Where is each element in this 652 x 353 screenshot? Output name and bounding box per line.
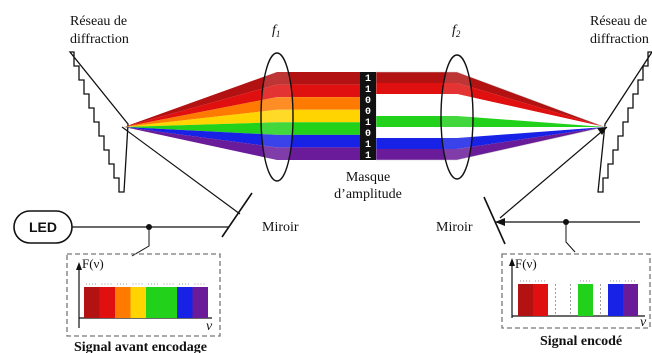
spectrum-after-y-arrow (509, 258, 515, 266)
lens-f1 (260, 52, 294, 182)
spec-before-bar-3 (130, 287, 146, 318)
lens2-label: f2 (452, 23, 461, 39)
beam-parallel-in-blue (277, 134, 360, 148)
mask-label-2: d’amplitude (334, 187, 402, 202)
spectrum-after-y-label: F(ν) (515, 256, 537, 271)
mirror-right-label: Miroir (436, 220, 473, 235)
beam-parallel-out-7 (376, 149, 457, 160)
right-mirror (483, 196, 506, 245)
left-tap-line (131, 227, 150, 257)
beam-fan-right-4 (457, 116, 605, 127)
spectral-beams (124, 71, 607, 161)
right-tap-line (565, 222, 576, 253)
spectrum-before-y-arrow (76, 262, 82, 270)
led-label: LED (29, 219, 57, 235)
mask-bit-5: 0 (365, 129, 371, 140)
mask-body (360, 72, 376, 160)
output-arrowhead (495, 218, 505, 226)
beam-fan-right-2 (457, 94, 605, 127)
beam-parallel-in-violet (277, 147, 360, 160)
right-incident-ray (499, 126, 608, 219)
beam-parallel-in-yellow (277, 109, 360, 123)
beam-parallel-in-darkred (277, 72, 360, 85)
spectrum-before-y-label: F(ν) (82, 256, 104, 271)
beam-fan-left-blue (124, 127, 277, 148)
beam-parallel-out-5 (376, 127, 457, 138)
spectrum-before-border (66, 253, 221, 337)
spec-before-bar-2 (115, 287, 131, 318)
beam-parallel-out-2 (376, 94, 457, 105)
spectrum-after-border (501, 253, 651, 329)
spec-before-bar-5 (161, 287, 177, 318)
spec-after-bar-1 (533, 284, 548, 316)
mask-bit-2: 0 (365, 96, 371, 107)
beam-parallel-out-0 (376, 72, 457, 83)
beam-parallel-out-6 (376, 138, 457, 149)
beam-fan-right-3 (457, 105, 605, 127)
spec-after-bar-6 (608, 284, 623, 316)
spectrum-before-x-label: ν (206, 319, 213, 334)
spec-before-bar-4 (146, 287, 162, 318)
mask-bit-3: 0 (365, 107, 371, 118)
spec-before-bar-6 (177, 287, 193, 318)
mask-label-1: Masque (346, 170, 390, 185)
spectrum-before-panel: F(ν) ν (66, 253, 221, 337)
lens-f2 (440, 54, 474, 180)
beam-fan-right-1 (457, 83, 605, 127)
beam-fan-left-red (124, 84, 277, 127)
spec-before-bar-7 (192, 287, 208, 318)
grating-left-label-1: Réseau de (70, 14, 127, 29)
left-mirror (221, 192, 253, 238)
beam-parallel-in-orange (277, 97, 360, 110)
mask-bit-4: 1 (365, 118, 371, 129)
spectrum-after-bars (518, 280, 638, 316)
mask-bit-0: 1 (365, 74, 371, 85)
grating-right-label-2: diffraction (590, 32, 649, 47)
right-diffraction-grating (597, 51, 652, 193)
grating-left-label-2: diffraction (70, 32, 129, 47)
beam-fan-left-yellow (124, 109, 277, 127)
beam-parallel-out-1 (376, 83, 457, 94)
caption-after: Signal encodé (540, 334, 622, 349)
caption-before: Signal avant encodage (74, 340, 207, 353)
spectrum-after-x-label: ν (640, 315, 647, 330)
beam-parallel-out-4 (376, 116, 457, 127)
left-diffraction-grating (68, 51, 129, 193)
spec-before-bar-0 (84, 287, 100, 318)
beam-parallel-out-3 (376, 105, 457, 116)
mask-bit-1: 1 (365, 85, 371, 96)
beam-parallel-in-green (277, 122, 360, 135)
beam-fan-left-green (124, 122, 277, 135)
spec-after-bar-0 (518, 284, 533, 316)
lens1-label: f1 (272, 23, 280, 39)
mask-bit-7: 1 (365, 151, 371, 162)
right-ray-arrowhead (597, 127, 607, 135)
beam-fan-left-darkred (124, 72, 277, 127)
spec-after-bar-7 (623, 284, 638, 316)
spectrum-before-bars (84, 283, 208, 318)
beam-fan-left-orange (124, 97, 277, 127)
spectrum-after-panel: F(ν) ν (501, 253, 651, 330)
spec-before-bar-1 (99, 287, 115, 318)
beam-fan-left-violet (124, 127, 277, 160)
left-reflected-ray (121, 126, 241, 215)
grating-right-label-1: Réseau de (590, 14, 647, 29)
beam-parallel-in-red (277, 84, 360, 98)
spec-after-bar-4 (578, 284, 593, 316)
mask-bit-6: 1 (365, 140, 371, 151)
mirror-left-label: Miroir (262, 220, 299, 235)
